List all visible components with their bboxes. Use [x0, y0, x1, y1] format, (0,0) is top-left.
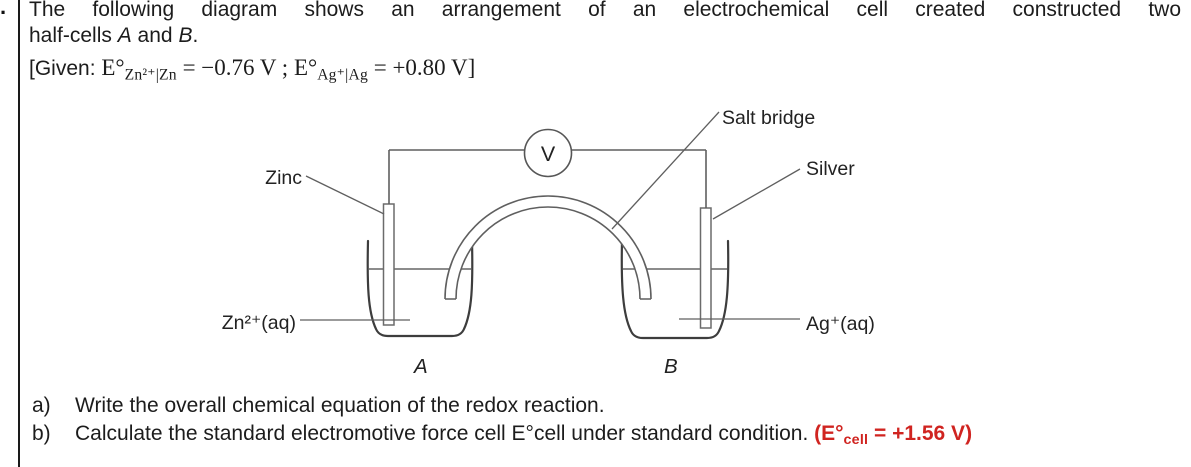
- standard-potential-ag: E°Ag⁺|Ag = +0.80 V]: [293, 55, 476, 84]
- answer-pre: (E°: [814, 422, 844, 445]
- question-b-marker: b): [32, 422, 51, 445]
- question-a: a) Write the overall chemical equation of…: [32, 392, 1182, 420]
- intro-line-2-text: half-cells: [29, 24, 118, 47]
- intro-line-2-end: .: [192, 24, 199, 47]
- ag-solution-label: Ag⁺(aq): [806, 313, 875, 335]
- half-cell-a-ref: A: [117, 24, 132, 47]
- zinc-label: Zinc: [265, 167, 302, 189]
- question-intro: The following diagram shows an arrangeme…: [29, 0, 1181, 88]
- e-symbol-ag: E°: [293, 55, 318, 80]
- question-a-text: Write the overall chemical equation of t…: [75, 394, 605, 417]
- half-cell-b-ref: B: [178, 24, 193, 47]
- silver-electrode: [699, 207, 712, 329]
- e-value-zn: = −0.76 V ;: [176, 55, 294, 80]
- answer-value: = +1.56 V): [868, 422, 973, 445]
- salt-bridge-fill: [445, 196, 651, 299]
- intro-line-2-mid: and: [131, 24, 179, 47]
- question-a-marker: a): [32, 394, 51, 417]
- salt-bridge-label: Salt bridge: [722, 107, 815, 129]
- silver-label: Silver: [806, 158, 855, 180]
- e-value-ag: = +0.80 V]: [367, 55, 476, 80]
- voltmeter-label: V: [541, 142, 556, 166]
- zn-solution-label: Zn²⁺(aq): [222, 312, 296, 334]
- voltmeter-circle: [523, 128, 573, 178]
- zinc-leader-line: [305, 175, 385, 215]
- zinc-electrode: [382, 203, 395, 326]
- beaker-a-outline: [366, 239, 474, 338]
- beaker-a-label: A: [412, 355, 428, 378]
- intro-line-1: The following diagram shows an arrangeme…: [29, 0, 1181, 21]
- salt-bridge-leader-line: [611, 111, 720, 230]
- question-b-text: Calculate the standard electromotive for…: [75, 422, 815, 445]
- intro-line-2: half-cells A and B.: [29, 23, 1181, 49]
- salt-bridge-tube: [444, 195, 652, 300]
- silver-leader-line: [712, 168, 801, 220]
- beaker-b-outline: [620, 239, 730, 340]
- e-sub-zn: Zn²⁺|Zn: [124, 66, 177, 84]
- e-symbol-zn: E°: [101, 55, 125, 80]
- question-parts: a) Write the overall chemical equation of…: [32, 392, 1182, 454]
- question-number-fragment: .: [0, 0, 7, 19]
- beaker-b-label: B: [664, 355, 678, 378]
- given-open: [Given:: [29, 57, 102, 80]
- table-cell-border: [18, 0, 20, 467]
- e-sub-ag: Ag⁺|Ag: [317, 66, 368, 84]
- answer-sub: cell: [843, 431, 869, 448]
- given-data-line: [Given: E°Zn²⁺|Zn = −0.76 V ; E°Ag⁺|Ag =…: [29, 55, 1181, 88]
- answer-ecell: (E°cell = +1.56 V): [814, 422, 973, 448]
- question-b: b) Calculate the standard electromotive f…: [32, 420, 1182, 454]
- standard-potential-zn: E°Zn²⁺|Zn = −0.76 V ;: [101, 55, 294, 84]
